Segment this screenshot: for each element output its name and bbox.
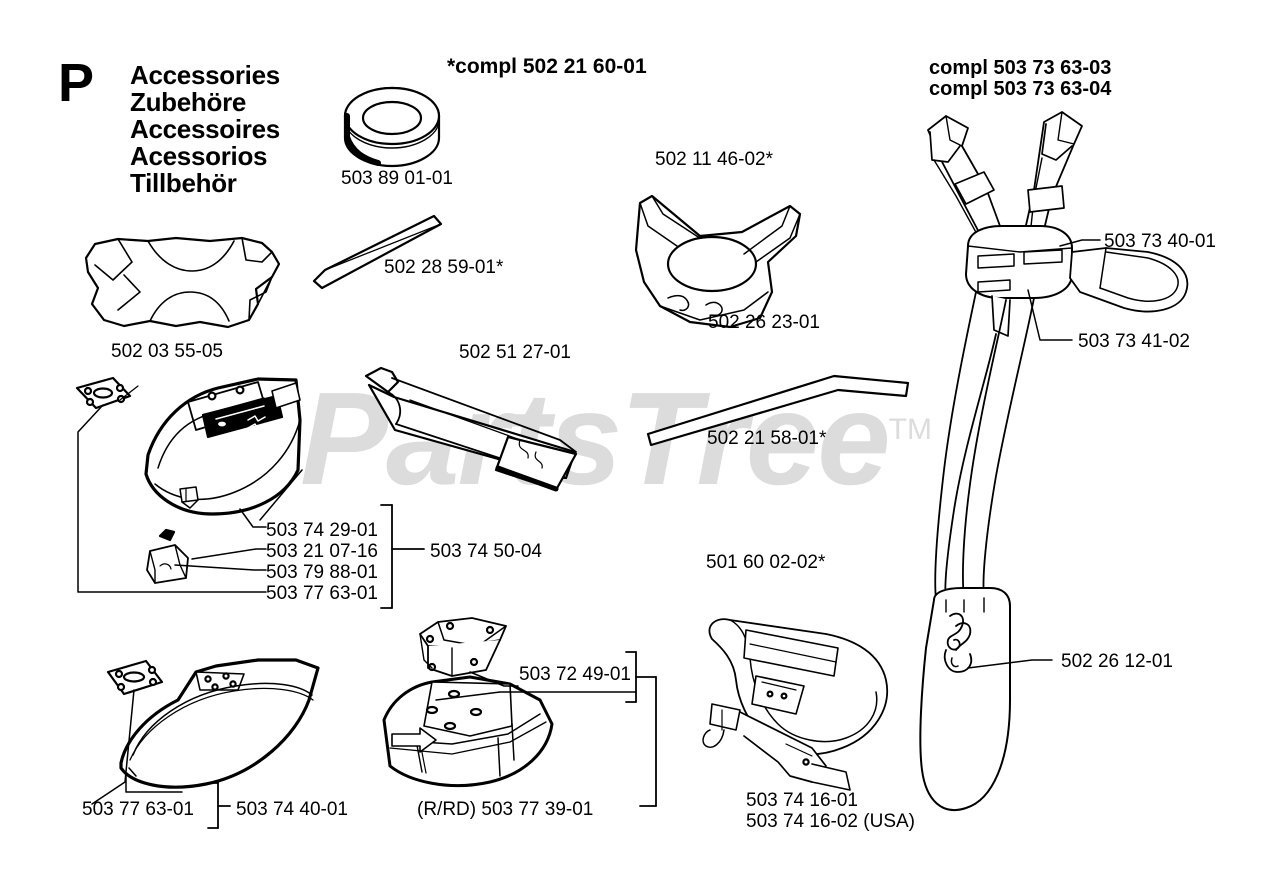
part-art-grass-guard — [382, 675, 554, 788]
part-art-transport-guard — [84, 236, 281, 329]
label-503-79-88-01: 503 79 88-01 — [266, 562, 378, 583]
title-en: Accessories — [130, 60, 280, 90]
label-503-74-16-02: 503 74 16-02 (USA) — [746, 811, 915, 832]
label-503-74-50-04: 503 74 50-04 — [430, 541, 542, 562]
part-art-handle-bracket — [634, 194, 802, 329]
part-art-blade-guard — [106, 658, 320, 789]
part-art-shoulder-strap — [702, 618, 888, 791]
heading-compl-503-73-63-03: compl 503 73 63-03 — [929, 57, 1112, 79]
label-502-26-23-01: 502 26 23-01 — [708, 312, 820, 333]
leader-lines-harness — [967, 239, 1101, 669]
label-503-74-40-01: 503 74 40-01 — [236, 799, 348, 820]
label-503-77-63-01: 503 77 63-01 — [266, 583, 378, 604]
label-502-51-27-01: 502 51 27-01 — [459, 342, 571, 363]
title-pt: Acessorios — [130, 141, 268, 171]
part-art-grease-tube — [364, 366, 578, 492]
title-sv: Tillbehör — [130, 168, 237, 198]
label-503-72-49-01: 503 72 49-01 — [519, 664, 631, 685]
label-502-28-59-01: 502 28 59-01* — [384, 257, 504, 278]
label-503-73-41-02: 503 73 41-02 — [1078, 331, 1190, 352]
leader-lines-guard-assembly — [77, 404, 425, 609]
leader-lines-blade-guard — [91, 689, 231, 829]
label-503-77-63-01-lower: 503 77 63-01 — [82, 799, 194, 820]
label-502-03-55-05: 502 03 55-05 — [111, 341, 223, 362]
label-502-21-58-01: 502 21 58-01* — [707, 428, 827, 449]
title-de: Zubehöre — [130, 87, 247, 117]
part-art-harness — [919, 111, 1189, 811]
label-503-89-01-01: 503 89 01-01 — [341, 168, 453, 189]
leader-lines-guard-bracket — [435, 651, 657, 807]
title-fr: Accessoires — [130, 114, 280, 144]
label-503-74-29-01: 503 74 29-01 — [266, 520, 378, 541]
label-502-11-46-02: 502 11 46-02* — [655, 149, 773, 170]
heading-compl-502-21-60-01: *compl 502 21 60-01 — [447, 55, 647, 78]
heading-compl-503-73-63-04: compl 503 73 63-04 — [929, 78, 1112, 100]
label-503-77-39-01: (R/RD) 503 77 39-01 — [417, 799, 594, 820]
part-art-guard-bracket — [419, 617, 507, 677]
label-503-74-16-01: 503 74 16-01 — [746, 790, 858, 811]
label-503-73-40-01: 503 73 40-01 — [1104, 231, 1216, 252]
label-502-26-12-01: 502 26 12-01 — [1061, 651, 1173, 672]
part-art-trimmer-guard — [75, 376, 302, 584]
title-block: Accessories Zubehöre Accessoires Acessor… — [130, 62, 280, 197]
part-art-bent-rod — [646, 374, 910, 447]
watermark-tm: TM — [888, 413, 932, 446]
part-art-straight-rod — [312, 214, 443, 290]
label-503-21-07-16: 503 21 07-16 — [266, 541, 378, 562]
part-art-spacer-ring — [343, 86, 441, 168]
section-letter: P — [58, 53, 95, 113]
label-501-60-02-02: 501 60 02-02* — [706, 552, 826, 573]
